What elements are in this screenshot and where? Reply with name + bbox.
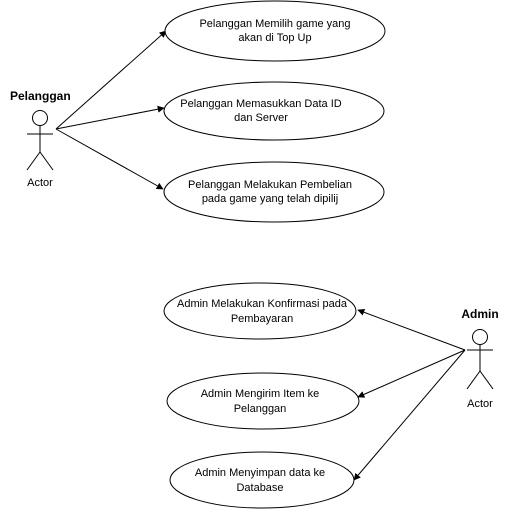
association-uc4 bbox=[357, 308, 466, 351]
use-case-6[interactable]: Admin Menyimpan data ke Database bbox=[169, 451, 355, 509]
actor-pelanggan-title: Pelanggan bbox=[10, 89, 71, 103]
use-case-3-line-2: pada game yang telah dipilij bbox=[202, 193, 338, 205]
association-uc1 bbox=[55, 30, 167, 130]
association-uc2 bbox=[55, 105, 165, 130]
use-case-1-line-2: akan di Top Up bbox=[238, 32, 311, 44]
use-case-6-line-1: Admin Menyimpan data ke bbox=[195, 467, 325, 479]
use-case-1-line-1: Pelanggan Memilih game yang bbox=[199, 18, 350, 30]
use-case-2[interactable]: Pelanggan Memasukkan Data ID dan Server bbox=[163, 81, 385, 141]
stick-figure-icon bbox=[466, 329, 494, 390]
use-case-4[interactable]: Admin Melakukan Konfirmasi pada Pembayar… bbox=[163, 282, 357, 340]
use-case-4-line-1: Admin Melakukan Konfirmasi pada bbox=[177, 298, 348, 310]
stick-figure-icon bbox=[26, 110, 54, 171]
use-case-5[interactable]: Admin Mengirim Item ke Pelanggan bbox=[166, 372, 360, 430]
actor-admin-title: Admin bbox=[461, 307, 498, 321]
actor-admin[interactable]: Admin Actor bbox=[461, 307, 498, 410]
use-case-2-line-1: Pelanggan Memasukkan Data ID bbox=[180, 98, 341, 110]
use-case-3-line-1: Pelanggan Melakukan Pembelian bbox=[188, 179, 352, 191]
use-case-5-line-2: Pelanggan bbox=[234, 403, 287, 415]
use-case-2-line-2: dan Server bbox=[234, 112, 288, 124]
association-uc3 bbox=[55, 128, 164, 190]
association-uc5 bbox=[357, 349, 466, 398]
association-uc6 bbox=[353, 349, 466, 481]
use-case-3[interactable]: Pelanggan Melakukan Pembelian pada game … bbox=[163, 161, 385, 223]
use-case-6-line-2: Database bbox=[236, 482, 283, 494]
use-case-4-line-2: Pembayaran bbox=[231, 313, 293, 325]
actor-admin-label: Actor bbox=[467, 398, 493, 410]
use-case-1[interactable]: Pelanggan Memilih game yang akan di Top … bbox=[164, 0, 386, 62]
actor-pelanggan[interactable]: Pelanggan Actor bbox=[10, 89, 71, 189]
use-case-5-line-1: Admin Mengirim Item ke bbox=[201, 388, 320, 400]
associations bbox=[55, 30, 466, 481]
actor-pelanggan-label: Actor bbox=[27, 177, 53, 189]
